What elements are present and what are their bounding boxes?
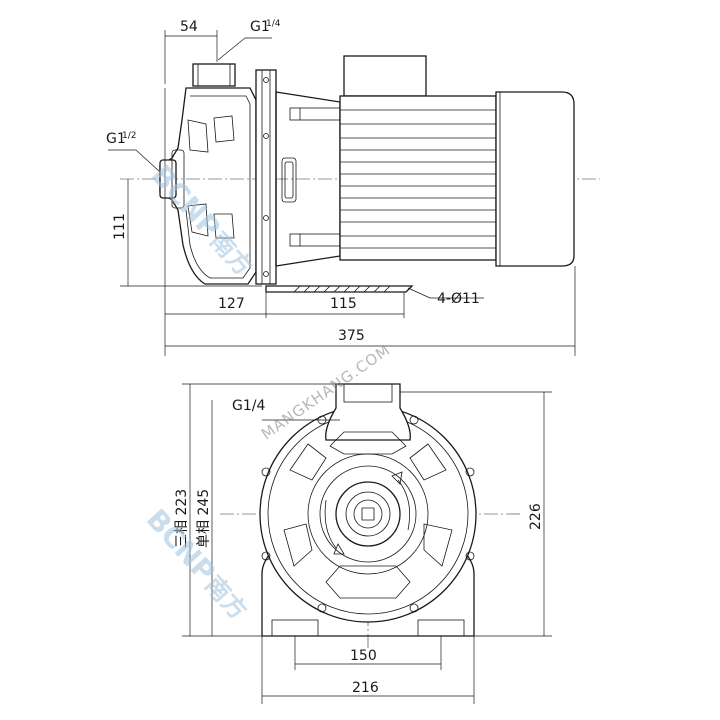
front-outlet <box>325 383 411 441</box>
cooling-windows <box>283 431 453 599</box>
dim-height-three-phase: 三相 223 <box>174 489 190 548</box>
svg-text:BCNP: BCNP <box>145 159 227 245</box>
outlet-neck <box>192 63 236 87</box>
dim-center-height: 111 <box>112 213 128 240</box>
cooling-fins <box>340 109 496 249</box>
dim-right-height: 226 <box>528 503 544 530</box>
front-view: G1/4 三相 <box>174 383 552 704</box>
rotation-arrow-icon-2 <box>324 499 337 549</box>
dim-overall-length: 375 <box>338 328 365 344</box>
terminal-box <box>343 55 427 97</box>
label-drain-thread: G1/4 <box>232 398 265 414</box>
label-mount-holes: 4-Ø11 <box>437 291 480 307</box>
dim-inlet-to-foot: 127 <box>218 296 245 312</box>
impeller-hub <box>335 481 401 547</box>
label-outlet-thread-frac: 1/4 <box>266 19 281 29</box>
motor-flange <box>255 69 277 285</box>
label-inlet-thread: G1 <box>106 131 126 147</box>
motor-body <box>339 95 497 261</box>
pump-foot <box>265 285 414 293</box>
dim-outlet-offset: 54 <box>180 19 198 35</box>
dim-base-width: 216 <box>352 680 379 696</box>
fan-cover <box>495 91 575 267</box>
label-inlet-thread-frac: 1/2 <box>122 131 136 141</box>
dim-bolt-spacing: 150 <box>350 648 377 664</box>
casing-bolts <box>261 415 475 613</box>
side-view: 54 G1 1/4 G1 1/2 111 127 115 4-Ø11 375 <box>106 19 600 356</box>
dim-height-single-phase: 单相 245 <box>196 489 212 548</box>
dim-foot-spacing: 115 <box>330 296 357 312</box>
watermark-logo: BCNP 南方 <box>145 159 258 281</box>
label-outlet-thread: G1 <box>250 19 270 35</box>
